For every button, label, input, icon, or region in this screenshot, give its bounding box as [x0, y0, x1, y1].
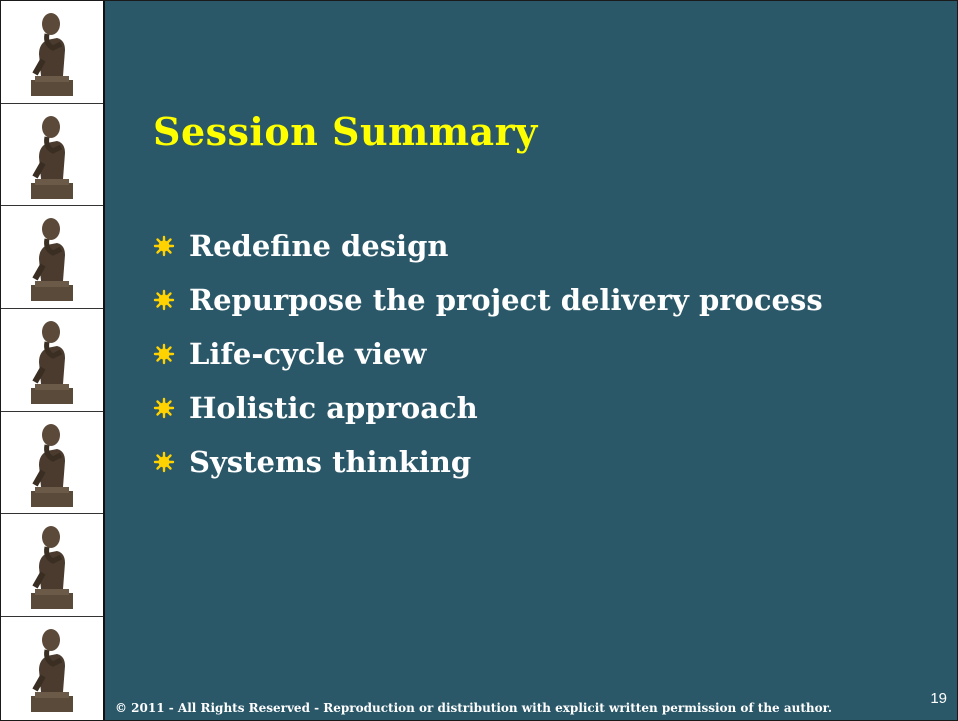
thinker-statue-tile	[1, 309, 103, 412]
starburst-bullet-icon	[153, 451, 175, 473]
starburst-bullet-icon	[153, 235, 175, 257]
list-item: Repurpose the project delivery process	[153, 273, 823, 327]
list-item: Holistic approach	[153, 381, 823, 435]
thinker-statue-tile	[1, 412, 103, 515]
starburst-bullet-icon	[153, 343, 175, 365]
bullet-text: Repurpose the project delivery process	[189, 283, 823, 317]
thinker-statue-tile	[1, 514, 103, 618]
bullet-text: Life-cycle view	[189, 337, 427, 371]
list-item: Redefine design	[153, 219, 823, 273]
starburst-bullet-icon	[153, 397, 175, 419]
starburst-bullet-icon	[153, 289, 175, 311]
thinker-statue-icon	[31, 320, 73, 404]
thinker-statue-icon	[31, 526, 73, 610]
bullet-list: Redefine design Repurpose the project de…	[153, 219, 823, 489]
thinker-statue-icon	[31, 115, 73, 199]
bullet-text: Systems thinking	[189, 445, 472, 479]
bullet-text: Holistic approach	[189, 391, 478, 425]
list-item: Life-cycle view	[153, 327, 823, 381]
bullet-text: Redefine design	[189, 229, 449, 263]
slide-title: Session Summary	[153, 109, 538, 154]
thinker-statue-tile	[1, 104, 103, 207]
left-rail	[1, 1, 105, 720]
thinker-statue-icon	[31, 12, 73, 96]
thinker-statue-tile	[1, 206, 103, 310]
list-item: Systems thinking	[153, 435, 823, 489]
thinker-statue-icon	[31, 218, 73, 302]
thinker-statue-tile	[1, 617, 103, 720]
thinker-statue-icon	[31, 629, 73, 713]
thinker-statue-tile	[1, 1, 103, 104]
page-number: 19	[930, 690, 947, 707]
thinker-statue-icon	[31, 423, 73, 507]
copyright-footer: © 2011 - All Rights Reserved - Reproduct…	[115, 701, 833, 715]
